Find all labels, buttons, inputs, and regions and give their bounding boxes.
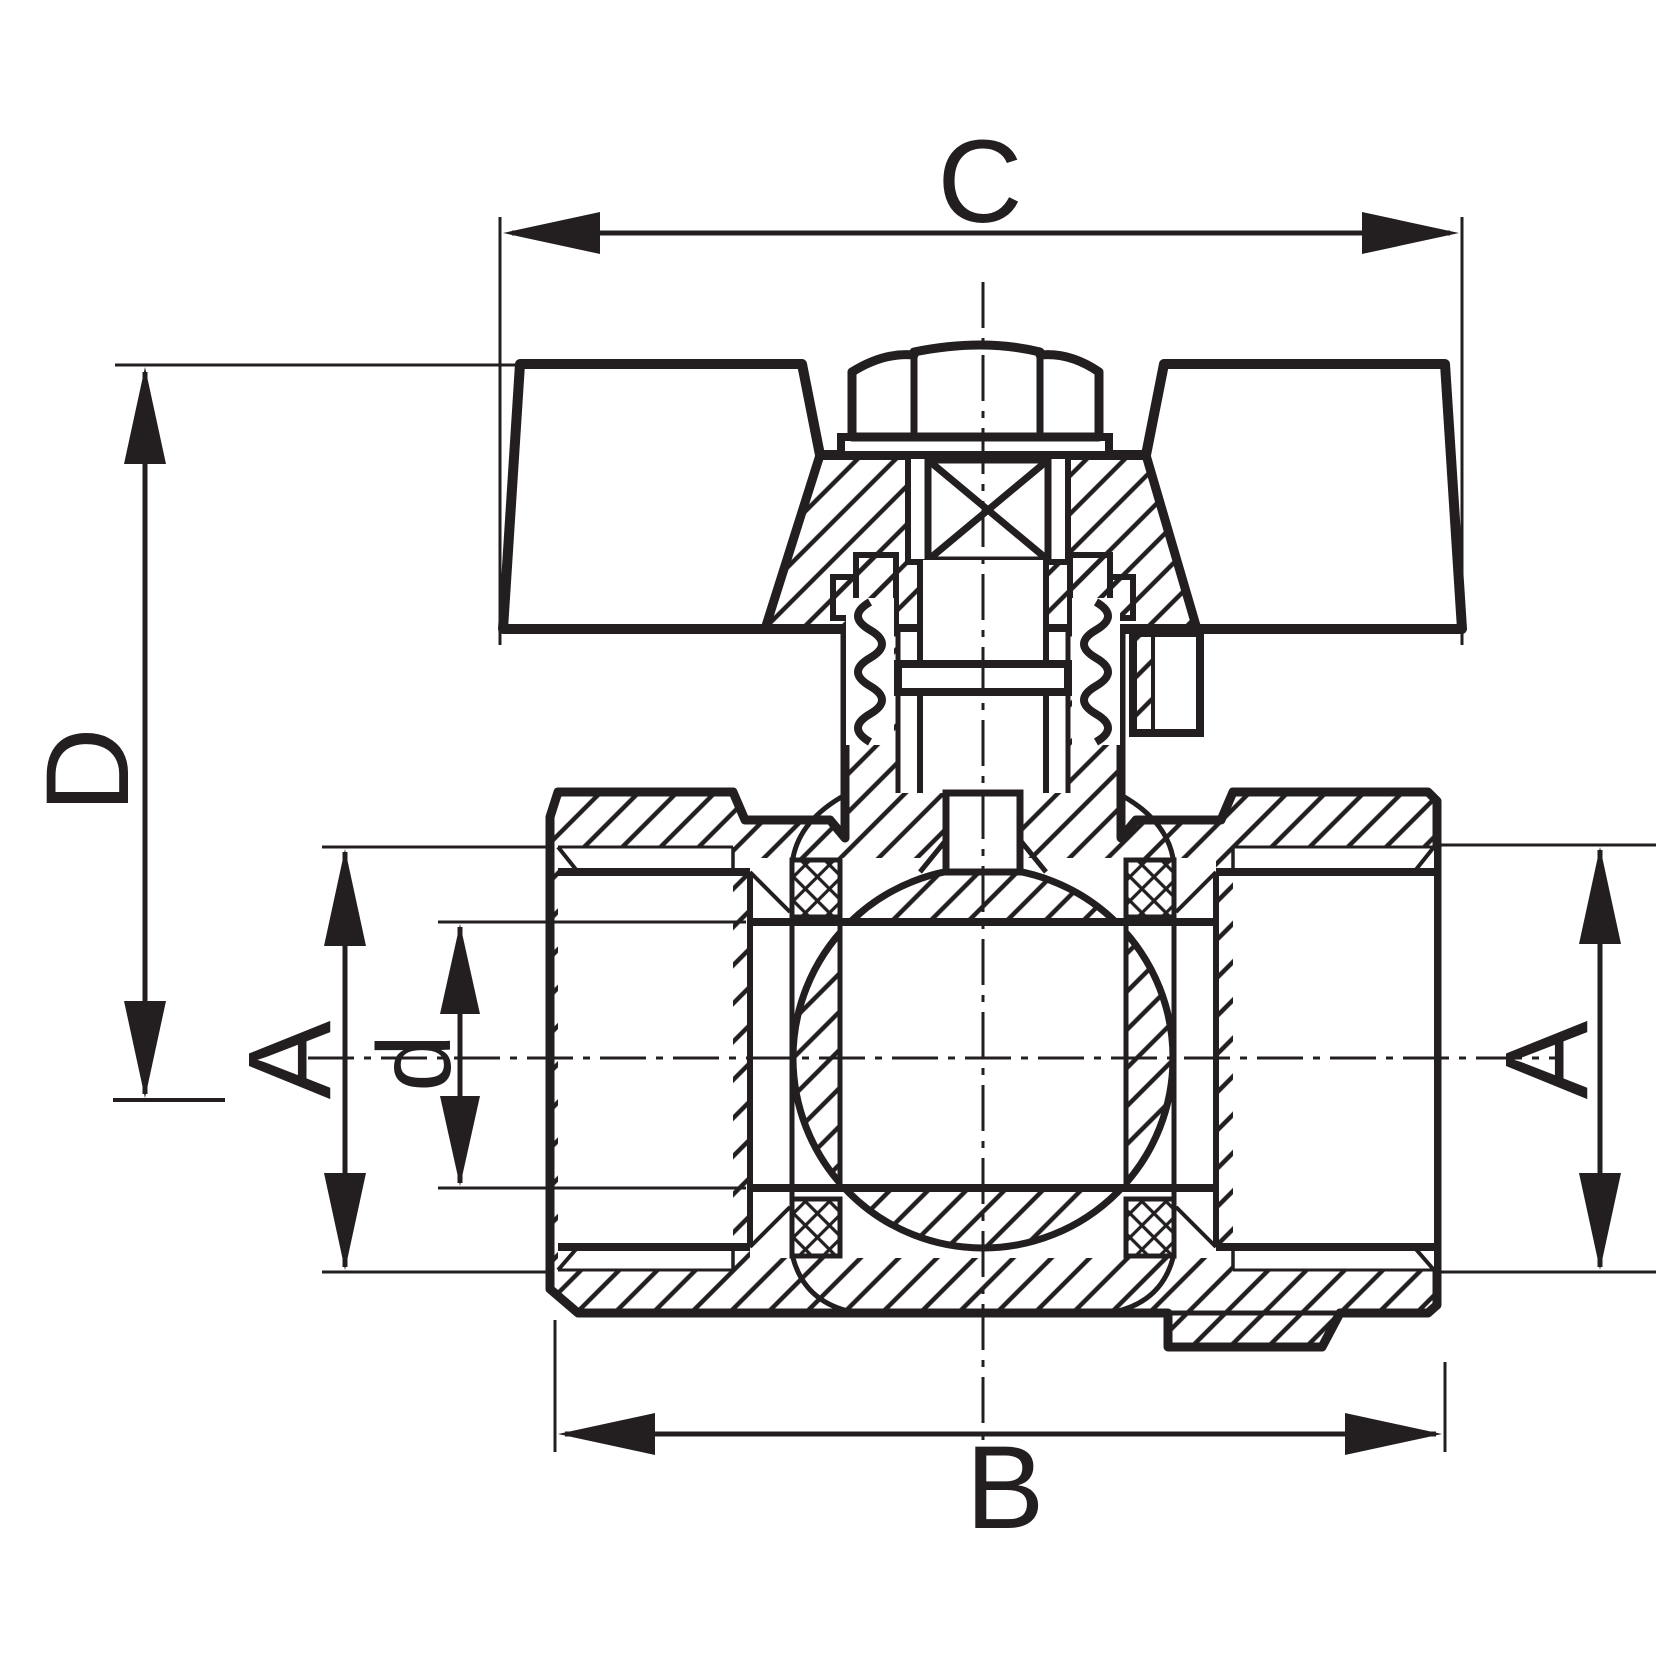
dimension-C	[498, 212, 1464, 645]
seat-left-top	[789, 857, 843, 920]
stem-assembly	[830, 452, 1204, 876]
bore-lines	[556, 845, 1436, 1272]
seat-right-bottom	[1123, 1196, 1177, 1259]
handle-stop-lug	[1129, 629, 1204, 737]
nut-body	[847, 340, 1104, 442]
hex-nut	[837, 340, 1113, 459]
dimension-d	[438, 920, 746, 1190]
dimension-D-label: D	[22, 727, 154, 812]
dimension-A-left	[322, 845, 552, 1274]
chamber-arcs	[790, 792, 1176, 1315]
dimension-D	[113, 363, 518, 1102]
dimension-A-right-label: A	[1481, 1020, 1613, 1099]
seat-right-top	[1123, 857, 1177, 920]
centerlines	[308, 282, 1560, 1462]
dimension-C-label: C	[937, 116, 1022, 248]
packing-stack	[846, 598, 1120, 746]
stem-square-cross	[925, 457, 1051, 563]
dimension-A-left-label: A	[224, 1020, 356, 1099]
dimension-B	[553, 1320, 1447, 1455]
dimension-d-label: d	[357, 1034, 473, 1092]
dimension-B-label: B	[966, 1422, 1045, 1554]
seat-left-bottom	[789, 1196, 843, 1259]
dimension-A-right	[1440, 843, 1656, 1274]
